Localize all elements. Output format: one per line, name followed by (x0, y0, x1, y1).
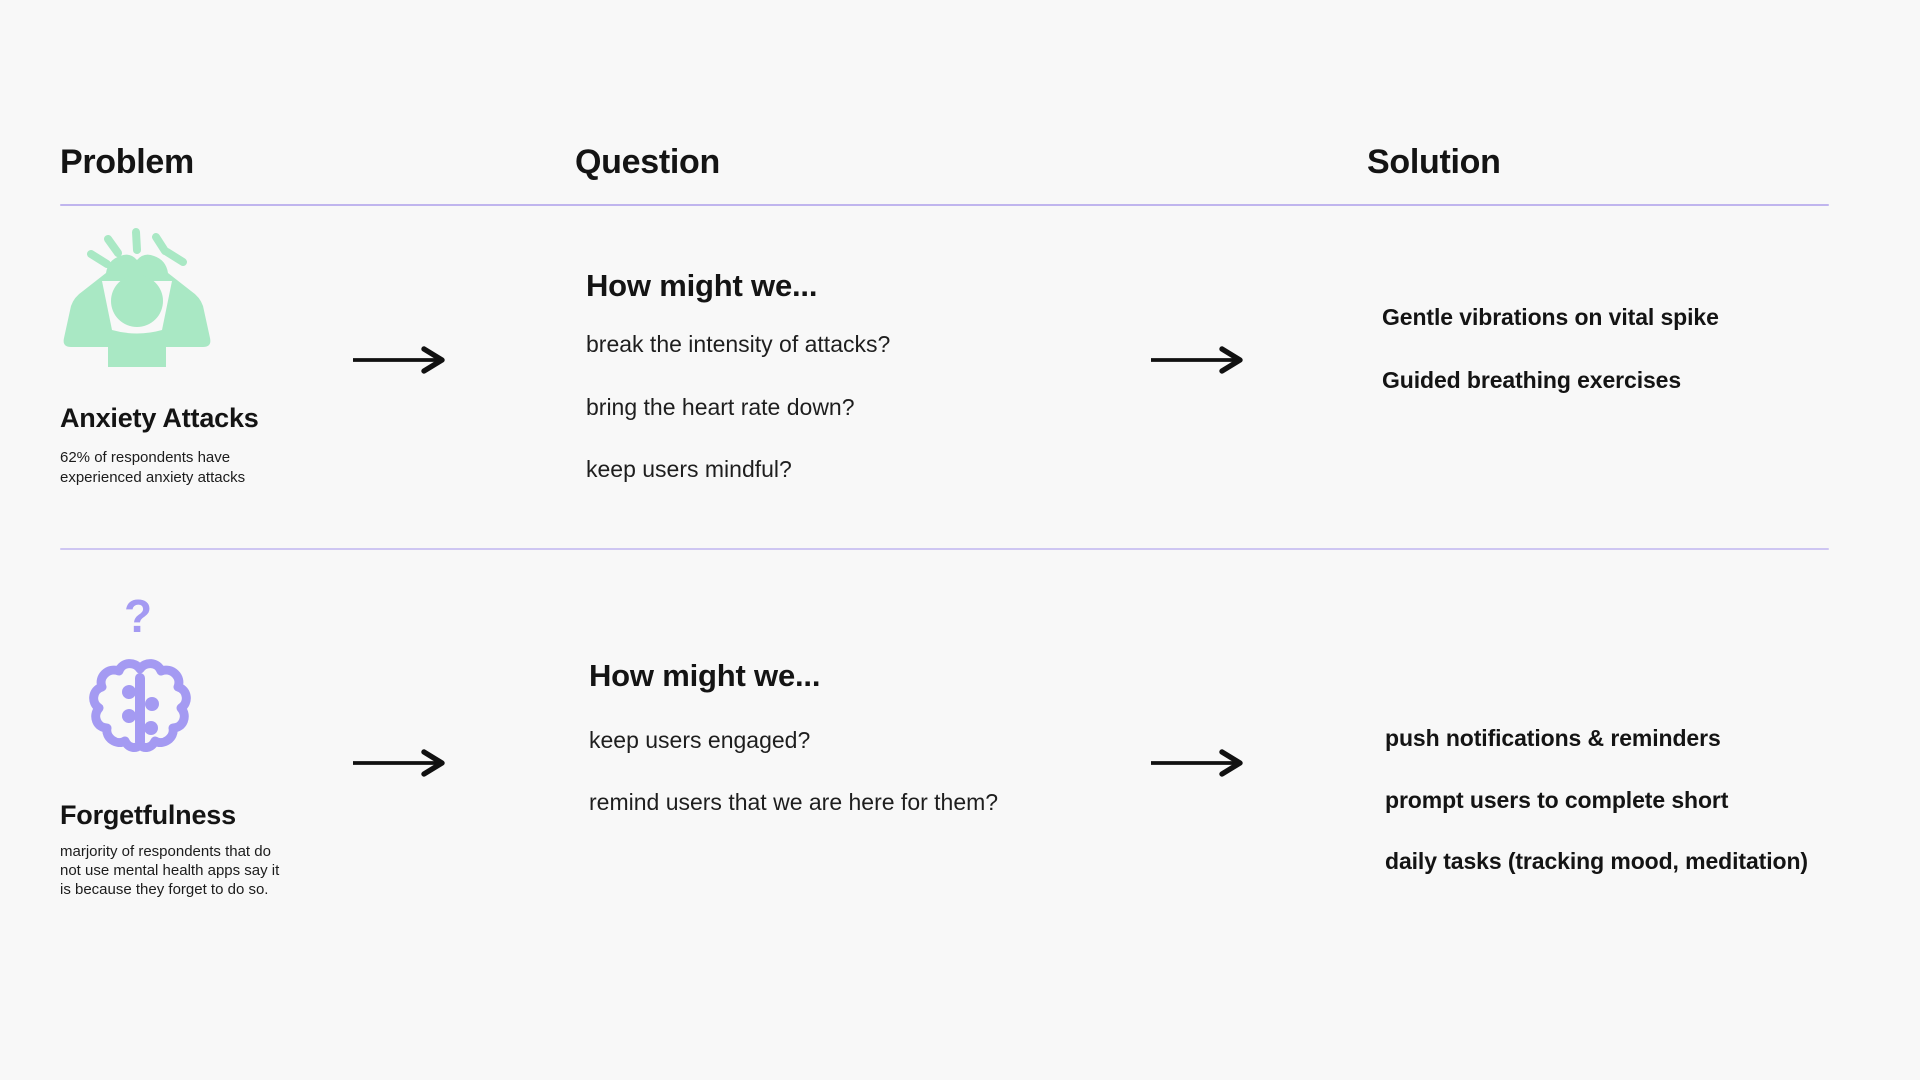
anxiety-stress-person-icon (63, 228, 211, 367)
question-mark-icon: ? (124, 590, 153, 642)
question-item: keep users mindful? (586, 456, 792, 482)
row-divider (60, 548, 1829, 550)
problem-description-line: experienced anxiety attacks (60, 469, 246, 486)
solution-item: Gentle vibrations on vital spike (1382, 304, 1719, 330)
problem-description: marjority of respondents that do not use… (60, 842, 279, 899)
question-item: remind users that we are here for them? (589, 789, 999, 815)
question-item: keep users engaged? (589, 727, 811, 753)
column-header-solution: Solution (1367, 143, 1501, 181)
problem-description-line: 62% of respondents have (60, 449, 231, 466)
header-underline (60, 204, 1829, 206)
problem-description-line: is because they forget to do so. (60, 881, 269, 898)
question-heading: How might we... (586, 268, 818, 303)
problem-description-line: not use mental health apps say it (60, 862, 280, 879)
solution-item: Guided breathing exercises (1382, 367, 1682, 393)
problem-description-line: marjority of respondents that do (60, 843, 271, 860)
problem-title: Anxiety Attacks (60, 403, 259, 433)
arrow-right-icon (353, 749, 445, 777)
arrow-right-icon (1151, 346, 1243, 374)
arrow-right-icon (1151, 749, 1243, 777)
question-item: bring the heart rate down? (586, 394, 855, 420)
problem-description: 62% of respondents have experienced anxi… (60, 448, 245, 488)
problem-title: Forgetfulness (60, 800, 236, 830)
solution-item: prompt users to complete short (1385, 787, 1729, 813)
arrow-right-icon (353, 346, 445, 374)
brain-icon (89, 659, 191, 753)
solution-item: daily tasks (tracking mood, meditation) (1385, 848, 1808, 874)
question-heading: How might we... (589, 658, 821, 693)
column-header-question: Question (575, 143, 720, 181)
question-item: break the intensity of attacks? (586, 331, 891, 357)
column-header-problem: Problem (60, 143, 194, 181)
solution-item: push notifications & reminders (1385, 725, 1721, 751)
